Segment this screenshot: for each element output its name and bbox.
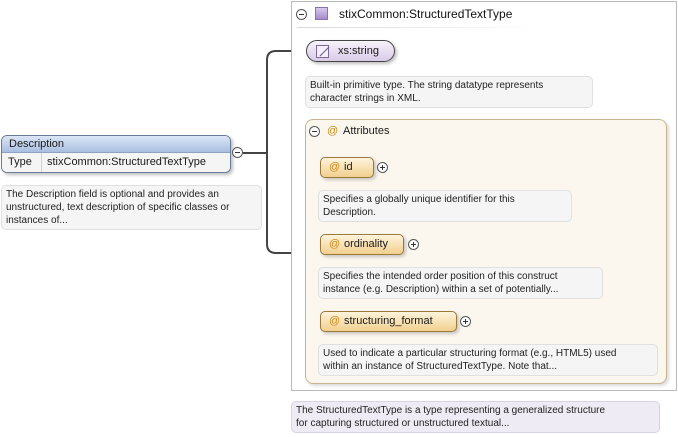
simple-content-xs-string[interactable]: xs:string (306, 40, 395, 62)
doc-line: Description. (323, 207, 376, 218)
doc-line: within an instance of StructuredTextType… (323, 361, 558, 372)
doc-line: The StructuredTextType is a type represe… (296, 405, 606, 416)
attribute-ordinality[interactable]: @ ordinality (320, 234, 404, 255)
attribute-icon: @ (329, 238, 341, 250)
type-key: Type (8, 156, 32, 168)
attribute-ordinality-doc: Specifies the intended order position of… (318, 267, 603, 299)
attribute-name: structuring_format (344, 315, 433, 327)
title-divider (297, 27, 547, 28)
doc-line: unstructured, text description of specif… (6, 202, 230, 213)
expand-icon[interactable] (460, 316, 471, 327)
complex-type-title: stixCommon:StructuredTextType (339, 7, 513, 21)
attribute-structuring-format-doc: Used to indicate a particular structurin… (318, 344, 658, 376)
complex-type-header: stixCommon:StructuredTextType (295, 4, 655, 26)
type-value: stixCommon:StructuredTextType (47, 156, 206, 168)
doc-line: character strings in XML. (310, 93, 421, 104)
attribute-icon: @ (329, 161, 341, 173)
doc-line: Specifies a globally unique identifier f… (323, 194, 515, 205)
doc-line: instance (e.g. Description) within a set… (323, 284, 559, 295)
attribute-id[interactable]: @ id (320, 157, 374, 178)
doc-line: The Description field is optional and pr… (6, 189, 219, 200)
attribute-name: id (344, 161, 353, 173)
simple-content-doc: Built-in primitive type. The string data… (305, 76, 593, 108)
attribute-name: ordinality (344, 238, 389, 250)
doc-line: instances of... (6, 215, 68, 226)
simple-type-icon (316, 45, 329, 58)
element-type-row: Type stixCommon:StructuredTextType (2, 153, 230, 172)
element-name: Description (2, 136, 230, 153)
connector-to-xs-string (243, 50, 306, 154)
attribute-icon: @ (327, 125, 339, 137)
collapse-icon[interactable] (232, 147, 243, 158)
doc-line: Built-in primitive type. The string data… (310, 80, 544, 91)
complex-type-doc: The StructuredTextType is a type represe… (291, 401, 660, 433)
simple-content-label: xs:string (338, 45, 379, 57)
connector-to-attributes (266, 153, 305, 254)
expand-icon[interactable] (377, 162, 388, 173)
collapse-icon[interactable] (296, 9, 307, 20)
row-separator (41, 153, 42, 172)
element-description[interactable]: Description Type stixCommon:StructuredTe… (1, 135, 231, 173)
complex-type-icon (315, 7, 328, 20)
expand-icon[interactable] (408, 239, 419, 250)
attribute-id-doc: Specifies a globally unique identifier f… (318, 190, 572, 222)
attributes-title: Attributes (343, 125, 390, 137)
doc-line: for capturing structured or unstructured… (296, 418, 510, 429)
doc-line: Used to indicate a particular structurin… (323, 348, 617, 359)
element-description-doc: The Description field is optional and pr… (1, 185, 262, 230)
attribute-icon: @ (329, 315, 341, 327)
attribute-structuring-format[interactable]: @ structuring_format (320, 311, 457, 332)
doc-line: Specifies the intended order position of… (323, 271, 558, 282)
collapse-icon[interactable] (309, 126, 320, 137)
